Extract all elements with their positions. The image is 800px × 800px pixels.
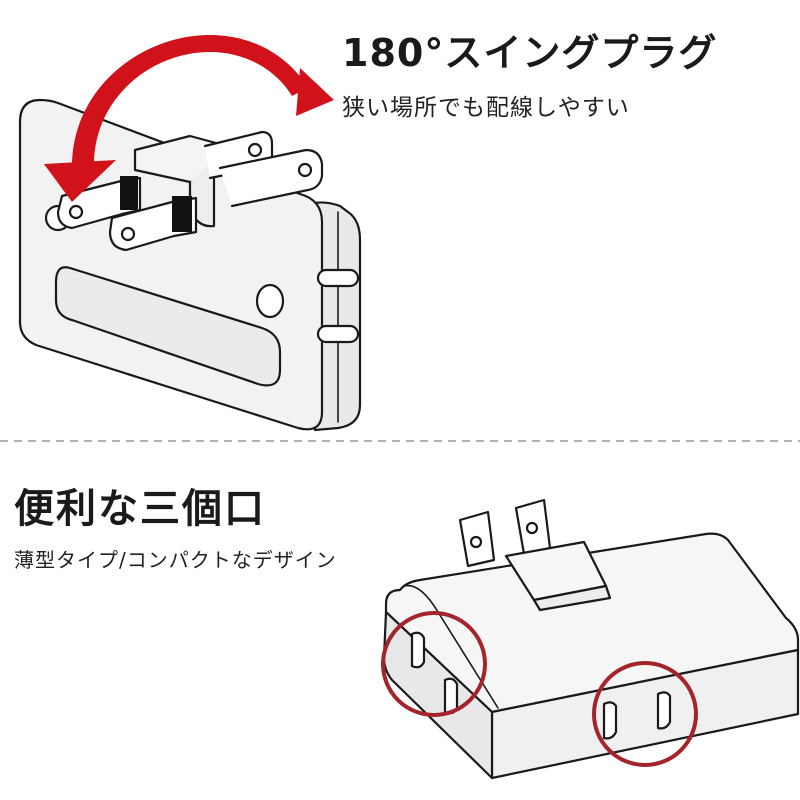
highlight-circle-icon [381,611,487,717]
triple-outlet-adapter [382,498,800,780]
outlet-title: 便利な三個口 [14,486,266,532]
outlet-subtitle: 薄型タイプ/コンパクトなデザイン [14,548,337,572]
swing-plug-title: 180°スイングプラグ [342,31,718,75]
swing-arrow-icon [44,35,334,202]
swing-plug-adapter [18,98,362,432]
highlight-circle-icon [592,661,698,767]
swing-plug-subtitle: 狭い場所でも配線しやすい [342,95,630,121]
